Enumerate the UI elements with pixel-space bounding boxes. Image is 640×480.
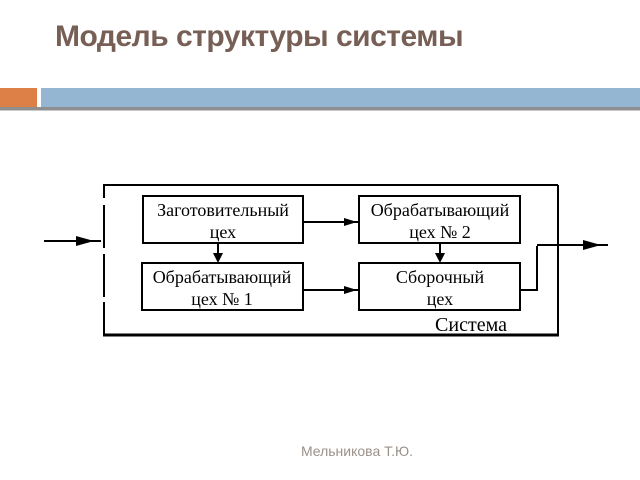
box-sborochny-tseh <box>358 262 521 311</box>
slide-title: Модель структуры системы <box>55 20 464 53</box>
box-sborochny-tseh-line1: Сборочный <box>396 267 485 287</box>
arrow-zag-to-obr1-head <box>213 253 223 263</box>
slide-footer-author: Мельникова Т.Ю. <box>300 443 414 459</box>
box-obrabatyvayushchy-tseh-2-line1: Обрабатывающий <box>371 200 510 220</box>
output-arrow-head <box>583 240 601 250</box>
box-obrabatyvayushchy-tseh-1 <box>141 262 304 311</box>
box-zagotovitelny-tseh <box>142 195 304 244</box>
output-connector <box>520 246 538 291</box>
box-obrabatyvayushchy-tseh-1-line1: Обрабатывающий <box>153 267 292 287</box>
input-arrow-head <box>76 236 94 246</box>
accent-bar-blue <box>41 88 640 107</box>
arrow-obr1-to-sbor-head <box>344 286 357 294</box>
box-obrabatyvayushchy-tseh-1-line2: цех № 1 <box>191 289 253 309</box>
box-sborochny-tseh-line2: цех <box>427 289 453 309</box>
divider-line-dark <box>0 107 640 110</box>
box-obrabatyvayushchy-tseh-2 <box>358 195 521 244</box>
box-zagotovitelny-tseh-line1: Заготовительный <box>157 200 289 220</box>
system-label: Система <box>435 314 507 336</box>
divider-line-light <box>0 110 640 111</box>
arrow-obr2-to-sbor-head <box>435 253 445 263</box>
accent-bar-orange <box>0 88 37 107</box>
box-zagotovitelny-tseh-line2: цех <box>210 222 236 242</box>
box-obrabatyvayushchy-tseh-2-line2: цех № 2 <box>409 222 471 242</box>
arrow-zag-to-obr2-head <box>344 218 357 226</box>
